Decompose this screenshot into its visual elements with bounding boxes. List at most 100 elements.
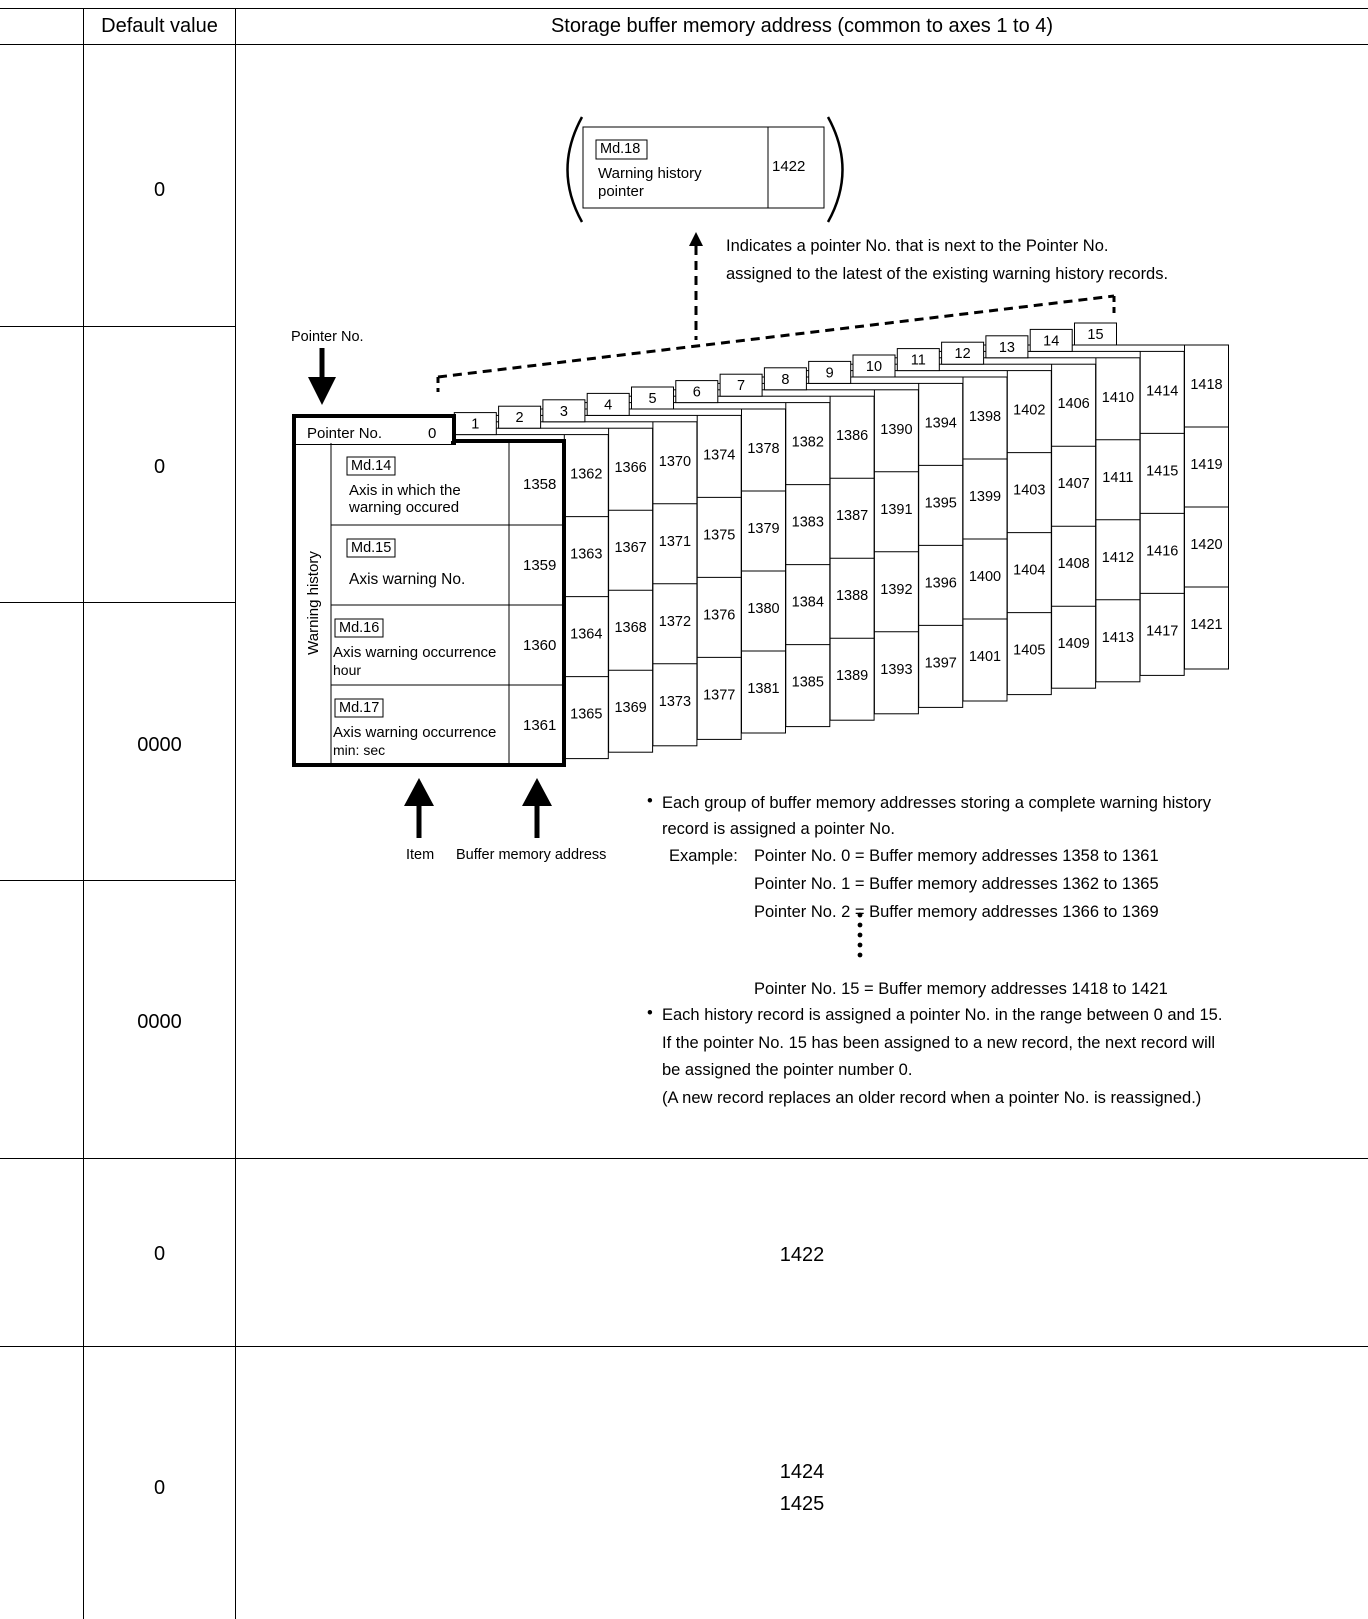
address-value: 1420 — [1190, 537, 1222, 553]
address-value: 1409 — [1057, 636, 1089, 652]
address-value: 1403 — [1013, 483, 1045, 499]
address-value: 1392 — [880, 582, 912, 598]
row-divider — [0, 326, 235, 327]
address-value: 1413 — [1102, 630, 1134, 646]
column-divider — [83, 8, 84, 1619]
address-value: 1401 — [969, 649, 1001, 665]
address-value: 1384 — [792, 595, 824, 611]
tab-number: 8 — [781, 372, 789, 388]
row-divider — [0, 1346, 1368, 1347]
md16-label: hour — [333, 662, 362, 678]
md15-label: Axis warning No. — [349, 571, 466, 588]
up-arrow-icon — [689, 232, 703, 246]
address-value: 1380 — [747, 601, 779, 617]
address-value: 1393 — [880, 662, 912, 678]
diagram-canvas: 1514181419142014211414141415141614171314… — [292, 116, 1229, 958]
note-text: (A new record replaces an older record w… — [662, 1089, 1202, 1107]
tab-number: 13 — [999, 340, 1015, 356]
address-value: 1378 — [747, 441, 779, 457]
default-value-cell: 0 — [153, 1243, 166, 1265]
address-value: 1414 — [1146, 383, 1178, 399]
address-value: 1385 — [792, 675, 824, 691]
address-value: 1381 — [747, 681, 779, 697]
address-value: 1395 — [925, 495, 957, 511]
header-default-value: Default value — [101, 15, 218, 37]
md16-label: Axis warning occurrence — [333, 644, 497, 661]
header-bottom-border — [0, 44, 1368, 45]
md18-label: pointer — [598, 183, 644, 200]
md15-tag: Md.15 — [351, 540, 392, 556]
md17-address: 1361 — [523, 717, 557, 734]
address-value: 1412 — [1102, 550, 1134, 566]
address-value: 1408 — [1057, 556, 1089, 572]
address-value: 1363 — [570, 547, 602, 563]
md14-address: 1358 — [523, 476, 557, 493]
address-value: 1373 — [659, 694, 691, 710]
note-text: Each group of buffer memory addresses st… — [662, 794, 1212, 812]
front-tab-number: 0 — [428, 425, 437, 442]
address-value: 1374 — [703, 447, 735, 463]
note-text: record is assigned a pointer No. — [662, 820, 895, 838]
tab-number: 11 — [911, 353, 926, 369]
address-value: 1407 — [1057, 476, 1089, 492]
buffer-address-label: Buffer memory address — [456, 847, 607, 863]
address-value: 1397 — [925, 655, 957, 671]
tab-number: 5 — [648, 391, 656, 407]
address-value: 1406 — [1057, 396, 1089, 412]
row-divider — [0, 602, 235, 603]
default-value-cell: 0000 — [137, 1011, 182, 1033]
address-value: 1388 — [836, 588, 868, 604]
tab-number: 15 — [1087, 327, 1103, 343]
example-line: Pointer No. 15 = Buffer memory addresses… — [754, 980, 1168, 998]
address-value: 1402 — [1013, 403, 1045, 419]
column-divider — [235, 8, 236, 1619]
item-label: Item — [406, 847, 435, 863]
right-parenthesis — [826, 116, 844, 223]
address-value: 1365 — [570, 707, 602, 723]
address-value: 1362 — [570, 467, 602, 483]
tab-number: 3 — [560, 404, 568, 420]
up-arrow-icon — [404, 778, 434, 806]
note-text: Each history record is assigned a pointe… — [662, 1006, 1223, 1024]
row-divider — [0, 880, 235, 881]
md18-label: Warning history — [598, 165, 702, 182]
md18-address: 1422 — [772, 158, 806, 175]
note-text: be assigned the pointer number 0. — [662, 1061, 913, 1079]
address-value: 1377 — [703, 687, 735, 703]
tab-number: 6 — [693, 385, 701, 401]
address-value: 1387 — [836, 508, 868, 524]
address-value: 1371 — [659, 534, 691, 550]
tab-number: 10 — [866, 359, 882, 375]
dashed-line — [437, 294, 1115, 379]
md15-address: 1359 — [523, 557, 557, 574]
address-value: 1376 — [703, 607, 735, 623]
address-value: 1379 — [747, 521, 779, 537]
address-value: 1398 — [969, 409, 1001, 425]
address-value: 1368 — [614, 620, 646, 636]
bullet: • — [647, 1004, 653, 1022]
md16-tag: Md.16 — [339, 620, 380, 636]
row-divider — [0, 1158, 1368, 1159]
address-value: 1416 — [1146, 543, 1178, 559]
example-line: Pointer No. 2 = Buffer memory addresses … — [754, 903, 1159, 921]
address-value: 1364 — [570, 627, 602, 643]
example-line: Pointer No. 0 = Buffer memory addresses … — [754, 847, 1159, 865]
address-value: 1400 — [969, 569, 1001, 585]
address-value: 1367 — [614, 540, 646, 556]
table-top-border — [0, 8, 1368, 9]
tab-number: 4 — [604, 397, 612, 413]
md14-label: Axis in which the — [349, 482, 461, 499]
address-cell: 1424 — [779, 1461, 825, 1483]
address-value: 1411 — [1102, 470, 1133, 486]
example-label: Example: — [669, 847, 738, 865]
pointer-no-label: Pointer No. — [291, 329, 364, 345]
note-text: If the pointer No. 15 has been assigned … — [662, 1034, 1216, 1052]
address-value: 1375 — [703, 527, 735, 543]
md14-tag: Md.14 — [351, 458, 392, 474]
address-value: 1390 — [880, 422, 912, 438]
md16-address: 1360 — [523, 637, 557, 654]
address-value: 1370 — [659, 454, 691, 470]
tab-number: 9 — [826, 365, 834, 381]
front-record-page — [292, 414, 566, 767]
address-value: 1399 — [969, 489, 1001, 505]
